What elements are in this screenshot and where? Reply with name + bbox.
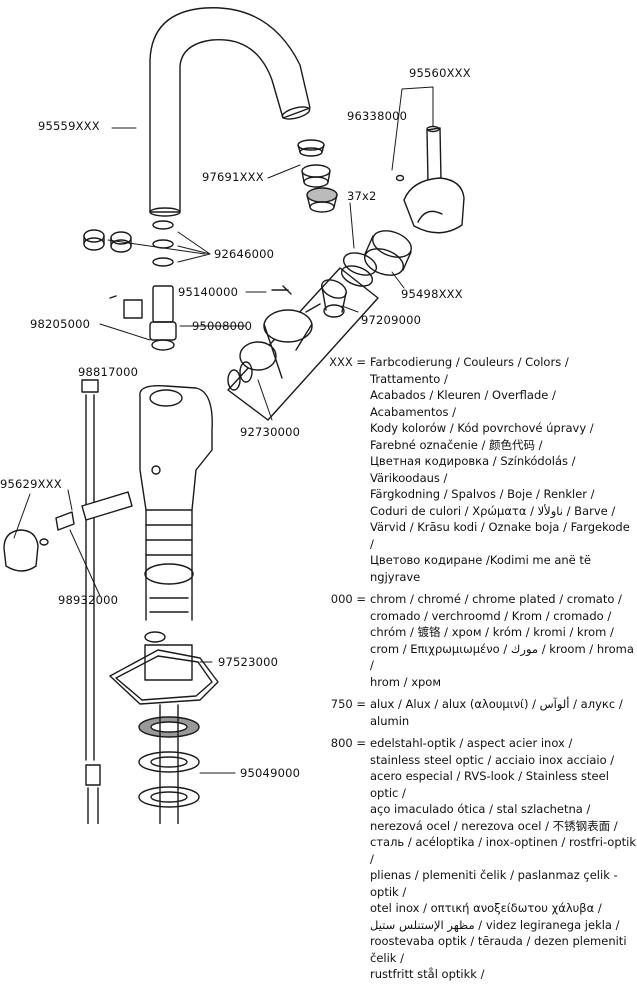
cartridge-part xyxy=(227,267,379,421)
part-label: 98817000 xyxy=(78,365,139,379)
finish-code-legend: XXX = Farbcodierung / Couleurs / Colors … xyxy=(326,354,637,989)
legend-row-xxx: XXX = Farbcodierung / Couleurs / Colors … xyxy=(326,354,637,585)
faucet-body-part xyxy=(139,385,213,681)
legend-row-800: 800 = edelstahl-optik / aspect acier ino… xyxy=(326,735,637,983)
diverter-part xyxy=(109,285,292,351)
sleeve-part xyxy=(340,252,378,287)
part-label: 98932000 xyxy=(58,593,119,607)
legend-key: 000 = xyxy=(330,592,366,606)
part-label: 95140000 xyxy=(178,285,239,299)
spout-part xyxy=(149,7,311,217)
legend-text: alux / Alux / alux (αλουμινί) / ألوآس / … xyxy=(370,697,623,728)
legend-row-000: 000 = chrom / chromé / chrome plated / c… xyxy=(326,591,637,690)
part-label: 97691XXX xyxy=(202,170,264,184)
adapter-part xyxy=(321,279,347,318)
part-label: 95560XXX xyxy=(409,66,471,80)
part-label: 98205000 xyxy=(30,317,91,331)
base-plate-part xyxy=(109,649,219,705)
spare-fittings-part xyxy=(83,229,132,253)
part-label: 95049000 xyxy=(240,766,301,780)
legend-key: 800 = xyxy=(330,736,366,750)
o-rings-part xyxy=(152,220,174,267)
part-label: 97523000 xyxy=(218,655,279,669)
part-label: 95008000 xyxy=(192,319,253,333)
handle-lever-part xyxy=(395,125,465,234)
legend-text: edelstahl-optik / aspect acier inox / st… xyxy=(370,736,637,981)
part-label: 97209000 xyxy=(361,313,422,327)
part-label: 92646000 xyxy=(214,247,275,261)
legend-row-750: 750 = alux / Alux / alux (αλουμινί) / أل… xyxy=(326,696,637,729)
mounting-gasket-part xyxy=(138,704,200,824)
side-valve-part xyxy=(3,491,133,572)
part-label: 92730000 xyxy=(240,425,301,439)
supply-hoses-part xyxy=(81,379,101,824)
part-label: 95498XXX xyxy=(401,287,463,301)
legend-key: 750 = xyxy=(330,697,366,711)
part-label: 37x2 xyxy=(347,189,377,203)
legend-text: chrom / chromé / chrome plated / cromato… xyxy=(370,592,634,689)
exploded-parts-diagram xyxy=(3,7,465,824)
legend-text: Farbcodierung / Couleurs / Colors / Trat… xyxy=(370,355,630,584)
part-label: 96338000 xyxy=(347,109,408,123)
aerator-part xyxy=(297,139,338,213)
part-label: 95629XXX xyxy=(0,477,62,491)
part-label: 95559XXX xyxy=(38,119,100,133)
cover-ring-part xyxy=(364,230,412,276)
leader-lines xyxy=(13,86,434,774)
legend-key: XXX = xyxy=(329,355,366,369)
